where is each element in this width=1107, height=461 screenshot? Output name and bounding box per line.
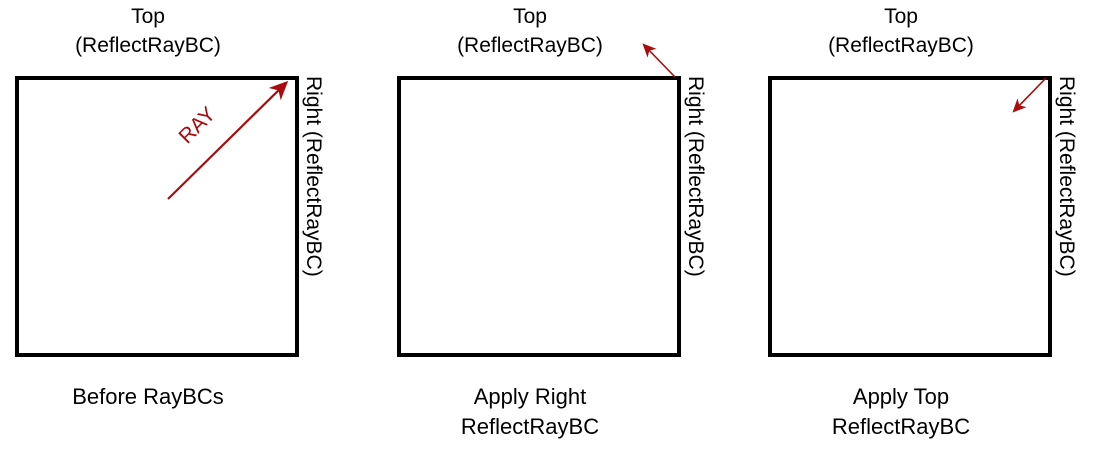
right-boundary-label-3: Right (ReflectRayBC) xyxy=(1055,76,1078,277)
caption-1: Before RayBCs xyxy=(72,384,224,409)
right-boundary-label-2: Right (ReflectRayBC) xyxy=(684,76,707,277)
domain-box-1 xyxy=(15,76,299,357)
top-boundary-label-3: Top (ReflectRayBC) xyxy=(828,5,974,57)
panel-apply-right-reflectraybc: Top (ReflectRayBC) Right (ReflectRayBC) … xyxy=(382,0,751,461)
top-boundary-label-1: Top (ReflectRayBC) xyxy=(75,5,221,57)
domain-box-3 xyxy=(768,76,1052,357)
top-boundary-label-2: Top (ReflectRayBC) xyxy=(457,5,603,57)
caption-3: Apply Top ReflectRayBC xyxy=(831,384,971,439)
right-boundary-label-1: Right (ReflectRayBC) xyxy=(302,76,325,277)
panel-apply-top-reflectraybc: Top (ReflectRayBC) Right (ReflectRayBC) … xyxy=(753,0,1107,461)
domain-box-2 xyxy=(397,76,681,357)
panel-before-raybcs: Top (ReflectRayBC) Right (ReflectRayBC) … xyxy=(0,0,369,461)
caption-2: Apply Right ReflectRayBC xyxy=(460,384,600,439)
